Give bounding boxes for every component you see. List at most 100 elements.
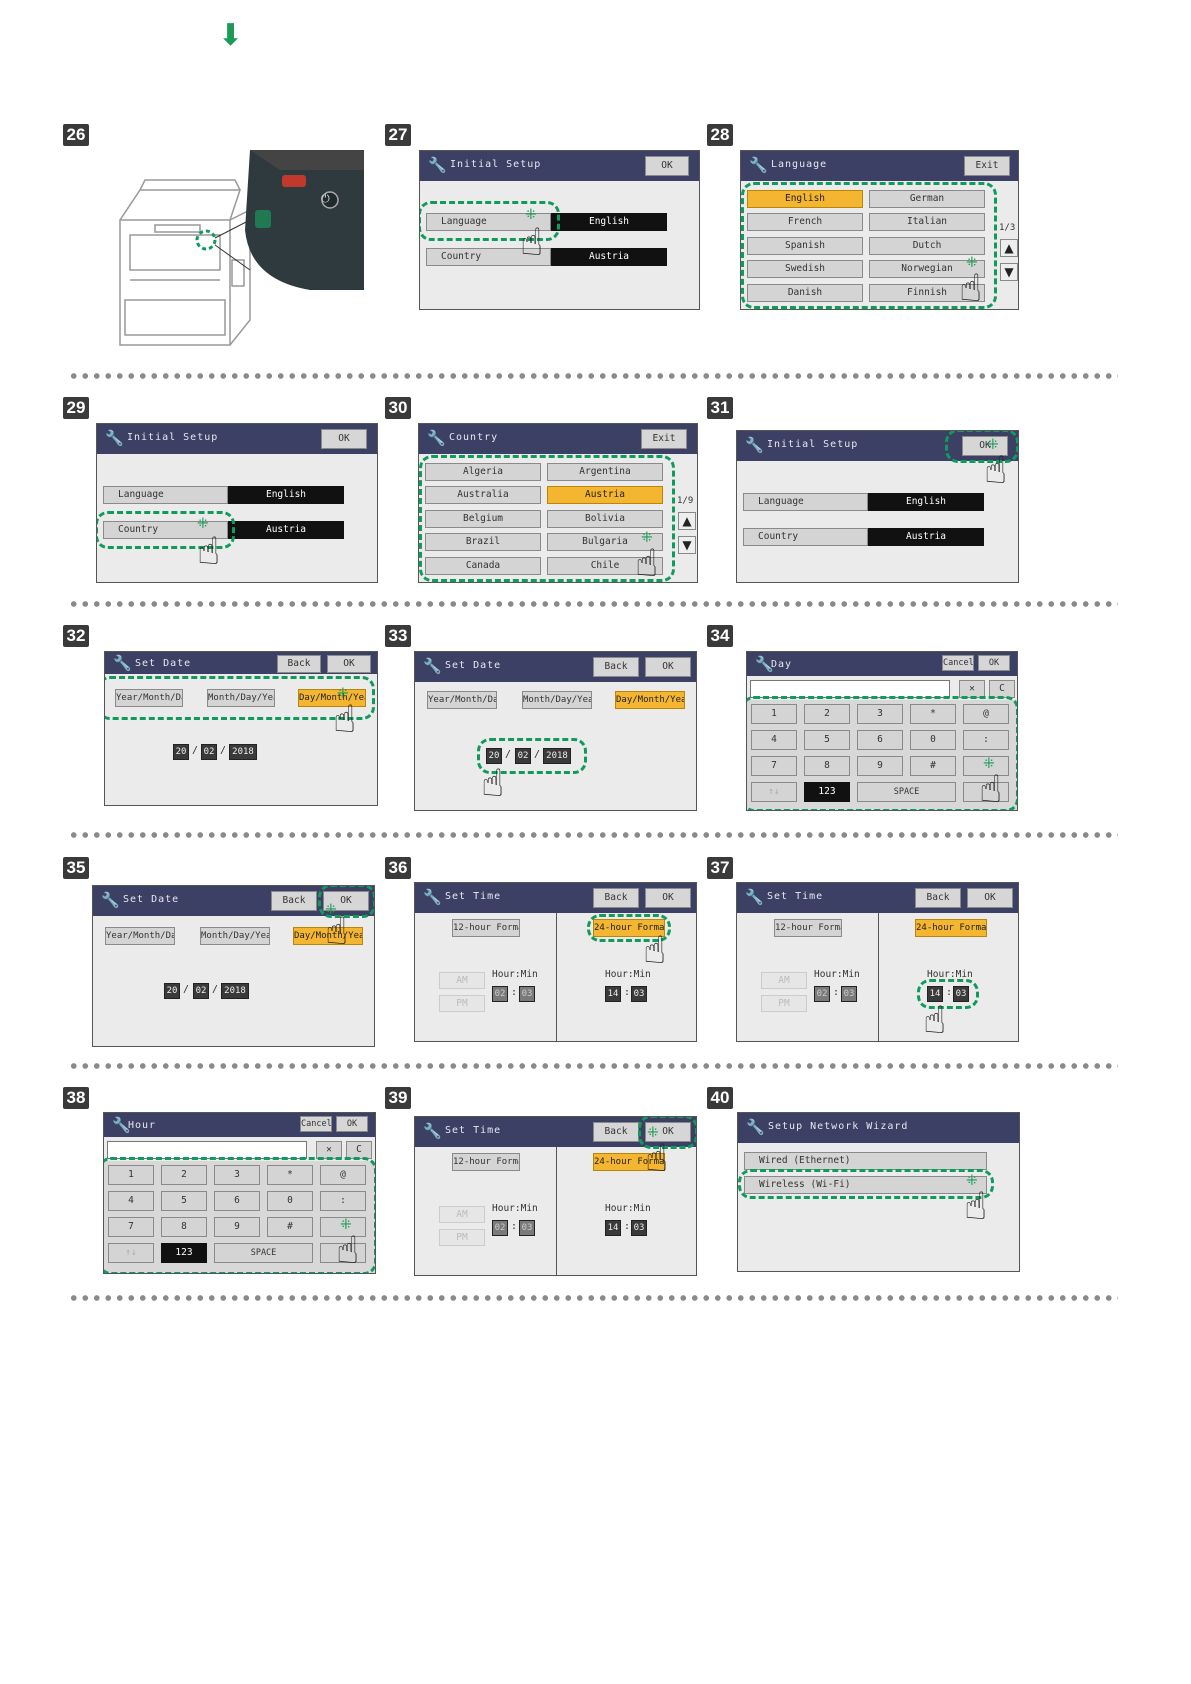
- clear-button[interactable]: C: [346, 1141, 372, 1159]
- key[interactable]: 1: [751, 704, 797, 724]
- language-option[interactable]: English: [747, 190, 863, 208]
- key[interactable]: 9: [857, 756, 903, 776]
- format-mdy-button[interactable]: Month/Day/Year: [207, 689, 275, 707]
- ok-button[interactable]: OK: [645, 156, 689, 176]
- language-option[interactable]: Danish: [747, 284, 863, 302]
- key[interactable]: 7: [108, 1217, 154, 1237]
- exit-button[interactable]: Exit: [964, 156, 1010, 176]
- ok-button[interactable]: OK: [645, 1122, 691, 1142]
- hour-input[interactable]: [107, 1141, 307, 1159]
- hour-field[interactable]: 14: [605, 1220, 621, 1236]
- ok-button[interactable]: OK: [645, 888, 691, 908]
- ok-button[interactable]: OK: [321, 429, 367, 449]
- back-button[interactable]: Back: [593, 1122, 639, 1142]
- country-button[interactable]: Country: [426, 248, 551, 266]
- key[interactable]: 9: [214, 1217, 260, 1237]
- format-dmy-button[interactable]: Day/Month/Year: [298, 689, 366, 707]
- mode-123-key[interactable]: 123: [161, 1243, 207, 1263]
- month-field[interactable]: 02: [515, 748, 531, 764]
- key[interactable]: 2: [161, 1165, 207, 1185]
- cancel-button[interactable]: Cancel: [942, 655, 974, 671]
- back-button[interactable]: Back: [915, 888, 961, 908]
- format-24h-button[interactable]: 24-hour Format: [915, 919, 987, 937]
- language-option[interactable]: German: [869, 190, 985, 208]
- key[interactable]: 4: [108, 1191, 154, 1211]
- language-button[interactable]: Language: [103, 486, 228, 504]
- key[interactable]: 5: [161, 1191, 207, 1211]
- ok-button[interactable]: OK: [336, 1116, 368, 1132]
- hour-field[interactable]: 14: [605, 986, 621, 1002]
- arrow-down-icon[interactable]: ▼: [1000, 263, 1018, 281]
- key[interactable]: 5: [804, 730, 850, 750]
- close-icon[interactable]: ✕: [316, 1141, 342, 1159]
- key[interactable]: 6: [214, 1191, 260, 1211]
- day-input[interactable]: [750, 680, 950, 698]
- key[interactable]: [320, 1243, 366, 1263]
- key[interactable]: 1: [108, 1165, 154, 1185]
- exit-button[interactable]: Exit: [641, 429, 687, 449]
- minute-field[interactable]: 03: [953, 986, 969, 1002]
- enter-key[interactable]: [963, 756, 1009, 776]
- ok-button[interactable]: OK: [327, 655, 371, 673]
- country-option[interactable]: Brazil: [425, 533, 541, 551]
- space-key[interactable]: SPACE: [857, 782, 956, 802]
- language-button[interactable]: Language: [743, 493, 868, 511]
- ok-button[interactable]: OK: [962, 436, 1008, 456]
- country-option[interactable]: Bolivia: [547, 510, 663, 528]
- enter-key[interactable]: [320, 1217, 366, 1237]
- year-field[interactable]: 2018: [221, 983, 249, 999]
- back-button[interactable]: Back: [277, 655, 321, 673]
- language-option[interactable]: Dutch: [869, 237, 985, 255]
- key[interactable]: #: [267, 1217, 313, 1237]
- month-field[interactable]: 02: [201, 744, 217, 760]
- arrow-up-icon[interactable]: ▲: [1000, 239, 1018, 257]
- back-button[interactable]: Back: [593, 888, 639, 908]
- ok-button[interactable]: OK: [645, 657, 691, 677]
- format-dmy-button[interactable]: Day/Month/Year: [615, 691, 685, 709]
- clear-button[interactable]: C: [989, 680, 1015, 698]
- country-option[interactable]: Austria: [547, 486, 663, 504]
- format-24h-button[interactable]: 24-hour Format: [593, 919, 665, 937]
- key[interactable]: 0: [267, 1191, 313, 1211]
- language-option[interactable]: Italian: [869, 213, 985, 231]
- key[interactable]: #: [910, 756, 956, 776]
- country-option[interactable]: Chile: [547, 557, 663, 575]
- back-button[interactable]: Back: [271, 891, 317, 911]
- key[interactable]: [963, 782, 1009, 802]
- format-mdy-button[interactable]: Month/Day/Year: [522, 691, 592, 709]
- key[interactable]: 8: [161, 1217, 207, 1237]
- ok-button[interactable]: OK: [323, 891, 369, 911]
- format-ymd-button[interactable]: Year/Month/Day: [105, 927, 175, 945]
- mode-123-key[interactable]: 123: [804, 782, 850, 802]
- space-key[interactable]: SPACE: [214, 1243, 313, 1263]
- wireless-wifi-button[interactable]: Wireless (Wi-Fi): [744, 1176, 987, 1194]
- ok-button[interactable]: OK: [967, 888, 1013, 908]
- minute-field[interactable]: 03: [631, 1220, 647, 1236]
- day-field[interactable]: 20: [173, 744, 189, 760]
- format-24h-button[interactable]: 24-hour Format: [593, 1153, 665, 1171]
- key[interactable]: *: [910, 704, 956, 724]
- key[interactable]: 0: [910, 730, 956, 750]
- format-mdy-button[interactable]: Month/Day/Year: [200, 927, 270, 945]
- country-option[interactable]: Belgium: [425, 510, 541, 528]
- key[interactable]: 3: [214, 1165, 260, 1185]
- back-button[interactable]: Back: [593, 657, 639, 677]
- shift-key[interactable]: ↑↓: [751, 782, 797, 802]
- language-option[interactable]: Swedish: [747, 260, 863, 278]
- country-option[interactable]: Argentina: [547, 463, 663, 481]
- key[interactable]: 2: [804, 704, 850, 724]
- country-option[interactable]: Australia: [425, 486, 541, 504]
- language-button[interactable]: Language: [426, 213, 551, 231]
- close-icon[interactable]: ✕: [959, 680, 985, 698]
- day-field[interactable]: 20: [486, 748, 502, 764]
- arrow-up-icon[interactable]: ▲: [678, 512, 696, 530]
- key[interactable]: 7: [751, 756, 797, 776]
- key[interactable]: 6: [857, 730, 903, 750]
- country-option[interactable]: Algeria: [425, 463, 541, 481]
- format-12h-button[interactable]: 12-hour Format: [774, 919, 842, 937]
- country-button[interactable]: Country: [103, 521, 228, 539]
- format-dmy-button[interactable]: Day/Month/Year: [293, 927, 363, 945]
- day-field[interactable]: 20: [164, 983, 180, 999]
- year-field[interactable]: 2018: [543, 748, 571, 764]
- power-icon[interactable]: ⏻: [321, 192, 330, 205]
